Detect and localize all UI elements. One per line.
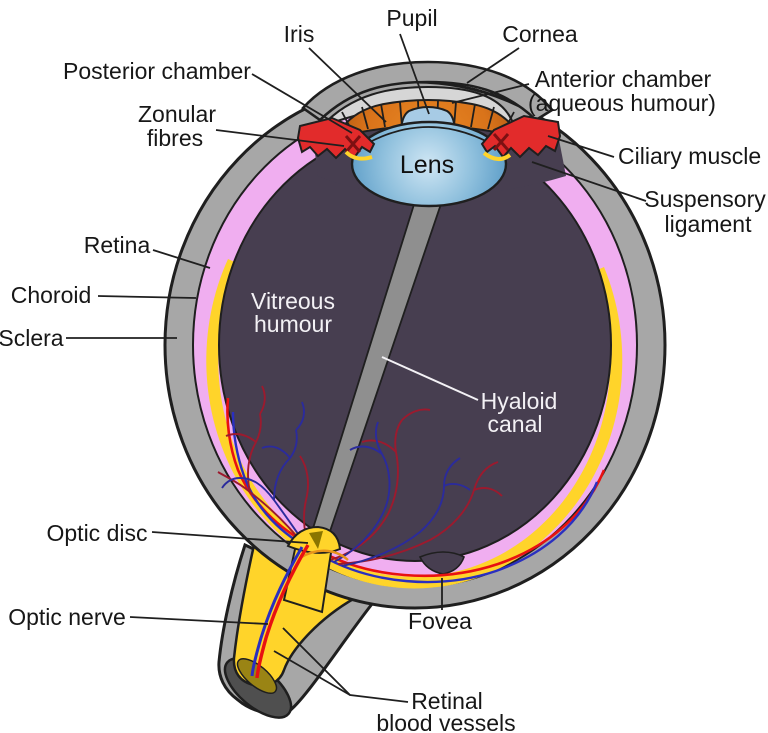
- label-anterior-chamber-line2: (aqueous humour): [528, 90, 716, 116]
- leader-choroid: [97, 295, 197, 299]
- zonular-fibres-left: [344, 150, 373, 161]
- leader-anterior-chamber: [451, 83, 530, 104]
- leader-optic-nerve: [129, 616, 269, 625]
- retinal-vessel-band-blue-right: [321, 481, 599, 584]
- retinal-vessel-band-red-right: [317, 469, 606, 578]
- leader-posterior-chamber: [251, 73, 353, 134]
- label-suspensory-line1: Suspensory: [644, 186, 766, 212]
- label-retinal-vessels-line2: blood vessels: [376, 710, 515, 733]
- label-choroid: Choroid: [11, 282, 92, 308]
- zonular-fibres-right: [482, 151, 512, 161]
- leader-retina: [152, 249, 211, 269]
- label-hyaloid-line1: Hyaloid: [481, 388, 558, 414]
- label-posterior-chamber: Posterior chamber: [63, 58, 251, 84]
- leader-hyaloid-canal: [381, 356, 479, 401]
- label-suspensory-line2: ligament: [665, 211, 753, 237]
- leader-zonular-fibres: [215, 129, 345, 147]
- leader-lines: [66, 33, 647, 703]
- label-anterior-chamber-line1: Anterior chamber: [535, 66, 712, 92]
- label-pupil: Pupil: [386, 5, 437, 31]
- retinal-vessel-band-blue-left: [231, 411, 315, 553]
- leader-cornea: [466, 47, 520, 84]
- label-retinal-vessels-line1: Retinal: [411, 688, 483, 714]
- retinal-vessel-band-red-left: [226, 397, 311, 547]
- optic-disc-orange-vessel: [299, 549, 349, 561]
- label-lens: Lens: [400, 151, 454, 179]
- label-vitreous-line1: Vitreous: [251, 288, 335, 314]
- label-iris: Iris: [284, 21, 315, 47]
- label-optic-disc: Optic disc: [47, 520, 148, 546]
- label-sclera: Sclera: [0, 325, 64, 351]
- vessel-bush-left: [217, 385, 313, 555]
- leader-optic-disc: [151, 531, 309, 544]
- label-zonular-fibres-line1: Zonular: [138, 101, 216, 127]
- label-fovea: Fovea: [408, 608, 472, 634]
- leader-iris: [308, 47, 387, 123]
- leader-pupil: [399, 33, 430, 115]
- leader-retinal-vessels-2: [273, 650, 351, 696]
- leader-suspensory-ligament: [531, 161, 647, 202]
- optic-disc-cup: [309, 531, 323, 549]
- label-ciliary-muscle: Ciliary muscle: [618, 143, 761, 169]
- label-optic-nerve: Optic nerve: [8, 604, 126, 630]
- ciliary-muscle-right: [480, 114, 562, 159]
- label-hyaloid-line2: canal: [488, 411, 543, 437]
- vessel-bush-right: [329, 408, 503, 567]
- lens-shape: [350, 120, 508, 208]
- leader-ciliary-muscle: [547, 135, 615, 158]
- central-vessel-red: [255, 544, 310, 679]
- fovea-notch: [418, 551, 465, 575]
- label-retina: Retina: [84, 232, 151, 258]
- label-cornea: Cornea: [502, 21, 578, 47]
- central-vessel-blue: [250, 546, 304, 677]
- label-vitreous-line2: humour: [254, 311, 332, 337]
- ciliary-cross-marks: [344, 133, 510, 153]
- label-zonular-fibres-line2: fibres: [147, 125, 203, 151]
